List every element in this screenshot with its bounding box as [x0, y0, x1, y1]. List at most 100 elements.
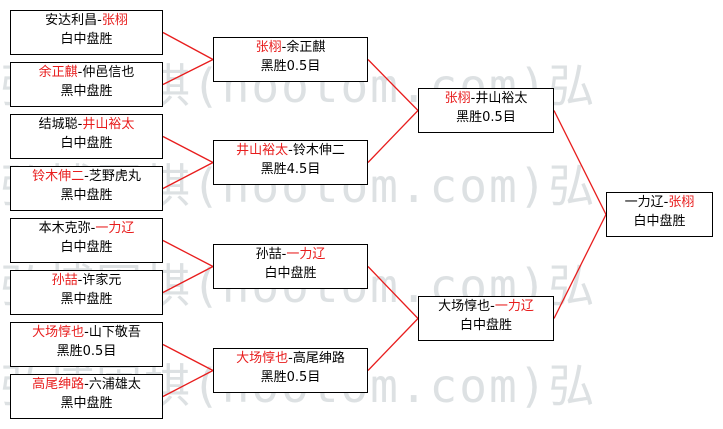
separator: -: [281, 247, 287, 262]
round2-match-3: 孙喆-一力辽白中盘胜: [213, 244, 368, 289]
match-players: 大场惇也-山下敬吾: [11, 323, 162, 342]
connector-line: [162, 161, 214, 190]
player-name: 一力辽: [624, 195, 664, 210]
round1-match-1: 安达利昌-张栩白中盘胜: [10, 10, 163, 55]
player-name: 许家元: [82, 273, 122, 288]
player-name: 孙喆: [255, 247, 282, 262]
player-name: 安达利昌: [45, 13, 98, 28]
round1-match-6: 孙喆-许家元黑中盘胜: [10, 270, 163, 315]
match-players: 大场惇也-一力辽: [419, 297, 553, 316]
connector-line: [162, 369, 214, 398]
player-name: 张栩: [444, 91, 471, 106]
connector-line: [162, 343, 214, 372]
match-result: 白中盘胜: [459, 318, 512, 333]
separator: -: [288, 143, 293, 158]
player-name: 一力辽: [494, 299, 534, 314]
round1-match-7: 大场惇也-山下敬吾黑胜0.5目: [10, 322, 163, 367]
match-players: 安达利昌-张栩: [11, 11, 162, 30]
connector-line: [553, 110, 607, 215]
player-name: 余正麒: [286, 40, 326, 55]
match-result: 黑中盘胜: [60, 396, 113, 411]
player-name: 大场惇也: [438, 299, 491, 314]
separator: -: [470, 91, 476, 106]
player-name: 高尾绅路: [292, 351, 345, 366]
round3-match-2: 大场惇也-一力辽白中盘胜: [418, 296, 554, 341]
match-players: 结城聪-井山裕太: [11, 115, 162, 134]
match-players: 井山裕太-铃木伸二: [214, 141, 367, 160]
connector-line: [553, 214, 607, 319]
player-name: 张栩: [668, 195, 695, 210]
match-result: 黑胜0.5目: [56, 344, 117, 359]
connector-line: [367, 266, 419, 319]
separator: -: [77, 273, 83, 288]
round1-match-5: 本木克弥-一力辽白中盘胜: [10, 218, 163, 263]
player-name: 张栩: [101, 13, 128, 28]
player-name: 大场惇也: [32, 325, 85, 340]
player-name: 铃木伸二: [292, 143, 345, 158]
match-result: 白中盘胜: [633, 214, 686, 229]
match-result: 黑中盘胜: [60, 84, 113, 99]
separator: -: [77, 65, 83, 80]
round2-match-1: 张栩-余正麒黑胜0.5目: [213, 37, 368, 82]
connector-line: [367, 110, 419, 163]
player-name: 余正麒: [38, 65, 78, 80]
match-result: 黑胜0.5目: [260, 59, 321, 74]
round2-match-2: 井山裕太-铃木伸二黑胜4.5目: [213, 140, 368, 185]
round1-match-4: 铃木伸二-芝野虎丸黑中盘胜: [10, 166, 163, 211]
separator: -: [490, 299, 495, 314]
match-players: 余正麒-仲邑信也: [11, 63, 162, 82]
separator: -: [90, 221, 96, 236]
match-result: 白中盘胜: [60, 240, 113, 255]
player-name: 结城聪: [38, 117, 78, 132]
match-result: 黑中盘胜: [60, 188, 113, 203]
connector-line: [162, 58, 214, 86]
match-players: 高尾绅路-六浦雄太: [11, 375, 162, 394]
player-name: 本木克弥: [38, 221, 91, 236]
player-name: 张栩: [255, 40, 282, 55]
player-name: 山下敬吾: [88, 325, 141, 340]
match-players: 本木克弥-一力辽: [11, 219, 162, 238]
separator: -: [663, 195, 669, 210]
match-players: 孙喆-许家元: [11, 271, 162, 290]
connector-line: [162, 265, 214, 294]
player-name: 一力辽: [95, 221, 135, 236]
round1-match-2: 余正麒-仲邑信也黑中盘胜: [10, 62, 163, 107]
connector-line: [367, 318, 419, 371]
match-result: 黑中盘胜: [60, 292, 113, 307]
separator: -: [84, 325, 89, 340]
connector-line: [162, 239, 214, 268]
player-name: 铃木伸二: [32, 169, 85, 184]
round3-match-1: 张栩-井山裕太黑胜0.5目: [418, 88, 554, 133]
round1-match-8: 高尾绅路-六浦雄太黑中盘胜: [10, 374, 163, 419]
player-name: 大场惇也: [236, 351, 289, 366]
separator: -: [84, 169, 89, 184]
match-players: 张栩-井山裕太: [419, 89, 553, 108]
match-result: 白中盘胜: [264, 266, 317, 281]
player-name: 一力辽: [286, 247, 326, 262]
match-players: 张栩-余正麒: [214, 38, 367, 57]
match-players: 孙喆-一力辽: [214, 245, 367, 264]
connector-line: [367, 59, 419, 111]
connector-line: [162, 135, 214, 164]
player-name: 芝野虎丸: [88, 169, 141, 184]
round2-match-4: 大场惇也-高尾绅路黑胜0.5目: [213, 348, 368, 393]
player-name: 井山裕太: [475, 91, 528, 106]
separator: -: [281, 40, 287, 55]
player-name: 孙喆: [51, 273, 78, 288]
match-result: 黑胜0.5目: [456, 110, 516, 125]
match-result: 白中盘胜: [60, 32, 113, 47]
player-name: 高尾绅路: [32, 377, 85, 392]
player-name: 井山裕太: [236, 143, 289, 158]
match-result: 白中盘胜: [60, 136, 113, 151]
match-result: 黑胜4.5目: [260, 162, 321, 177]
final-match: 一力辽-张栩白中盘胜: [606, 192, 713, 237]
separator: -: [84, 377, 89, 392]
player-name: 六浦雄太: [88, 377, 141, 392]
match-players: 铃木伸二-芝野虎丸: [11, 167, 162, 186]
connector-line: [162, 31, 214, 61]
match-result: 黑胜0.5目: [260, 370, 321, 385]
player-name: 井山裕太: [82, 117, 135, 132]
separator: -: [97, 13, 102, 28]
match-players: 大场惇也-高尾绅路: [214, 349, 367, 368]
